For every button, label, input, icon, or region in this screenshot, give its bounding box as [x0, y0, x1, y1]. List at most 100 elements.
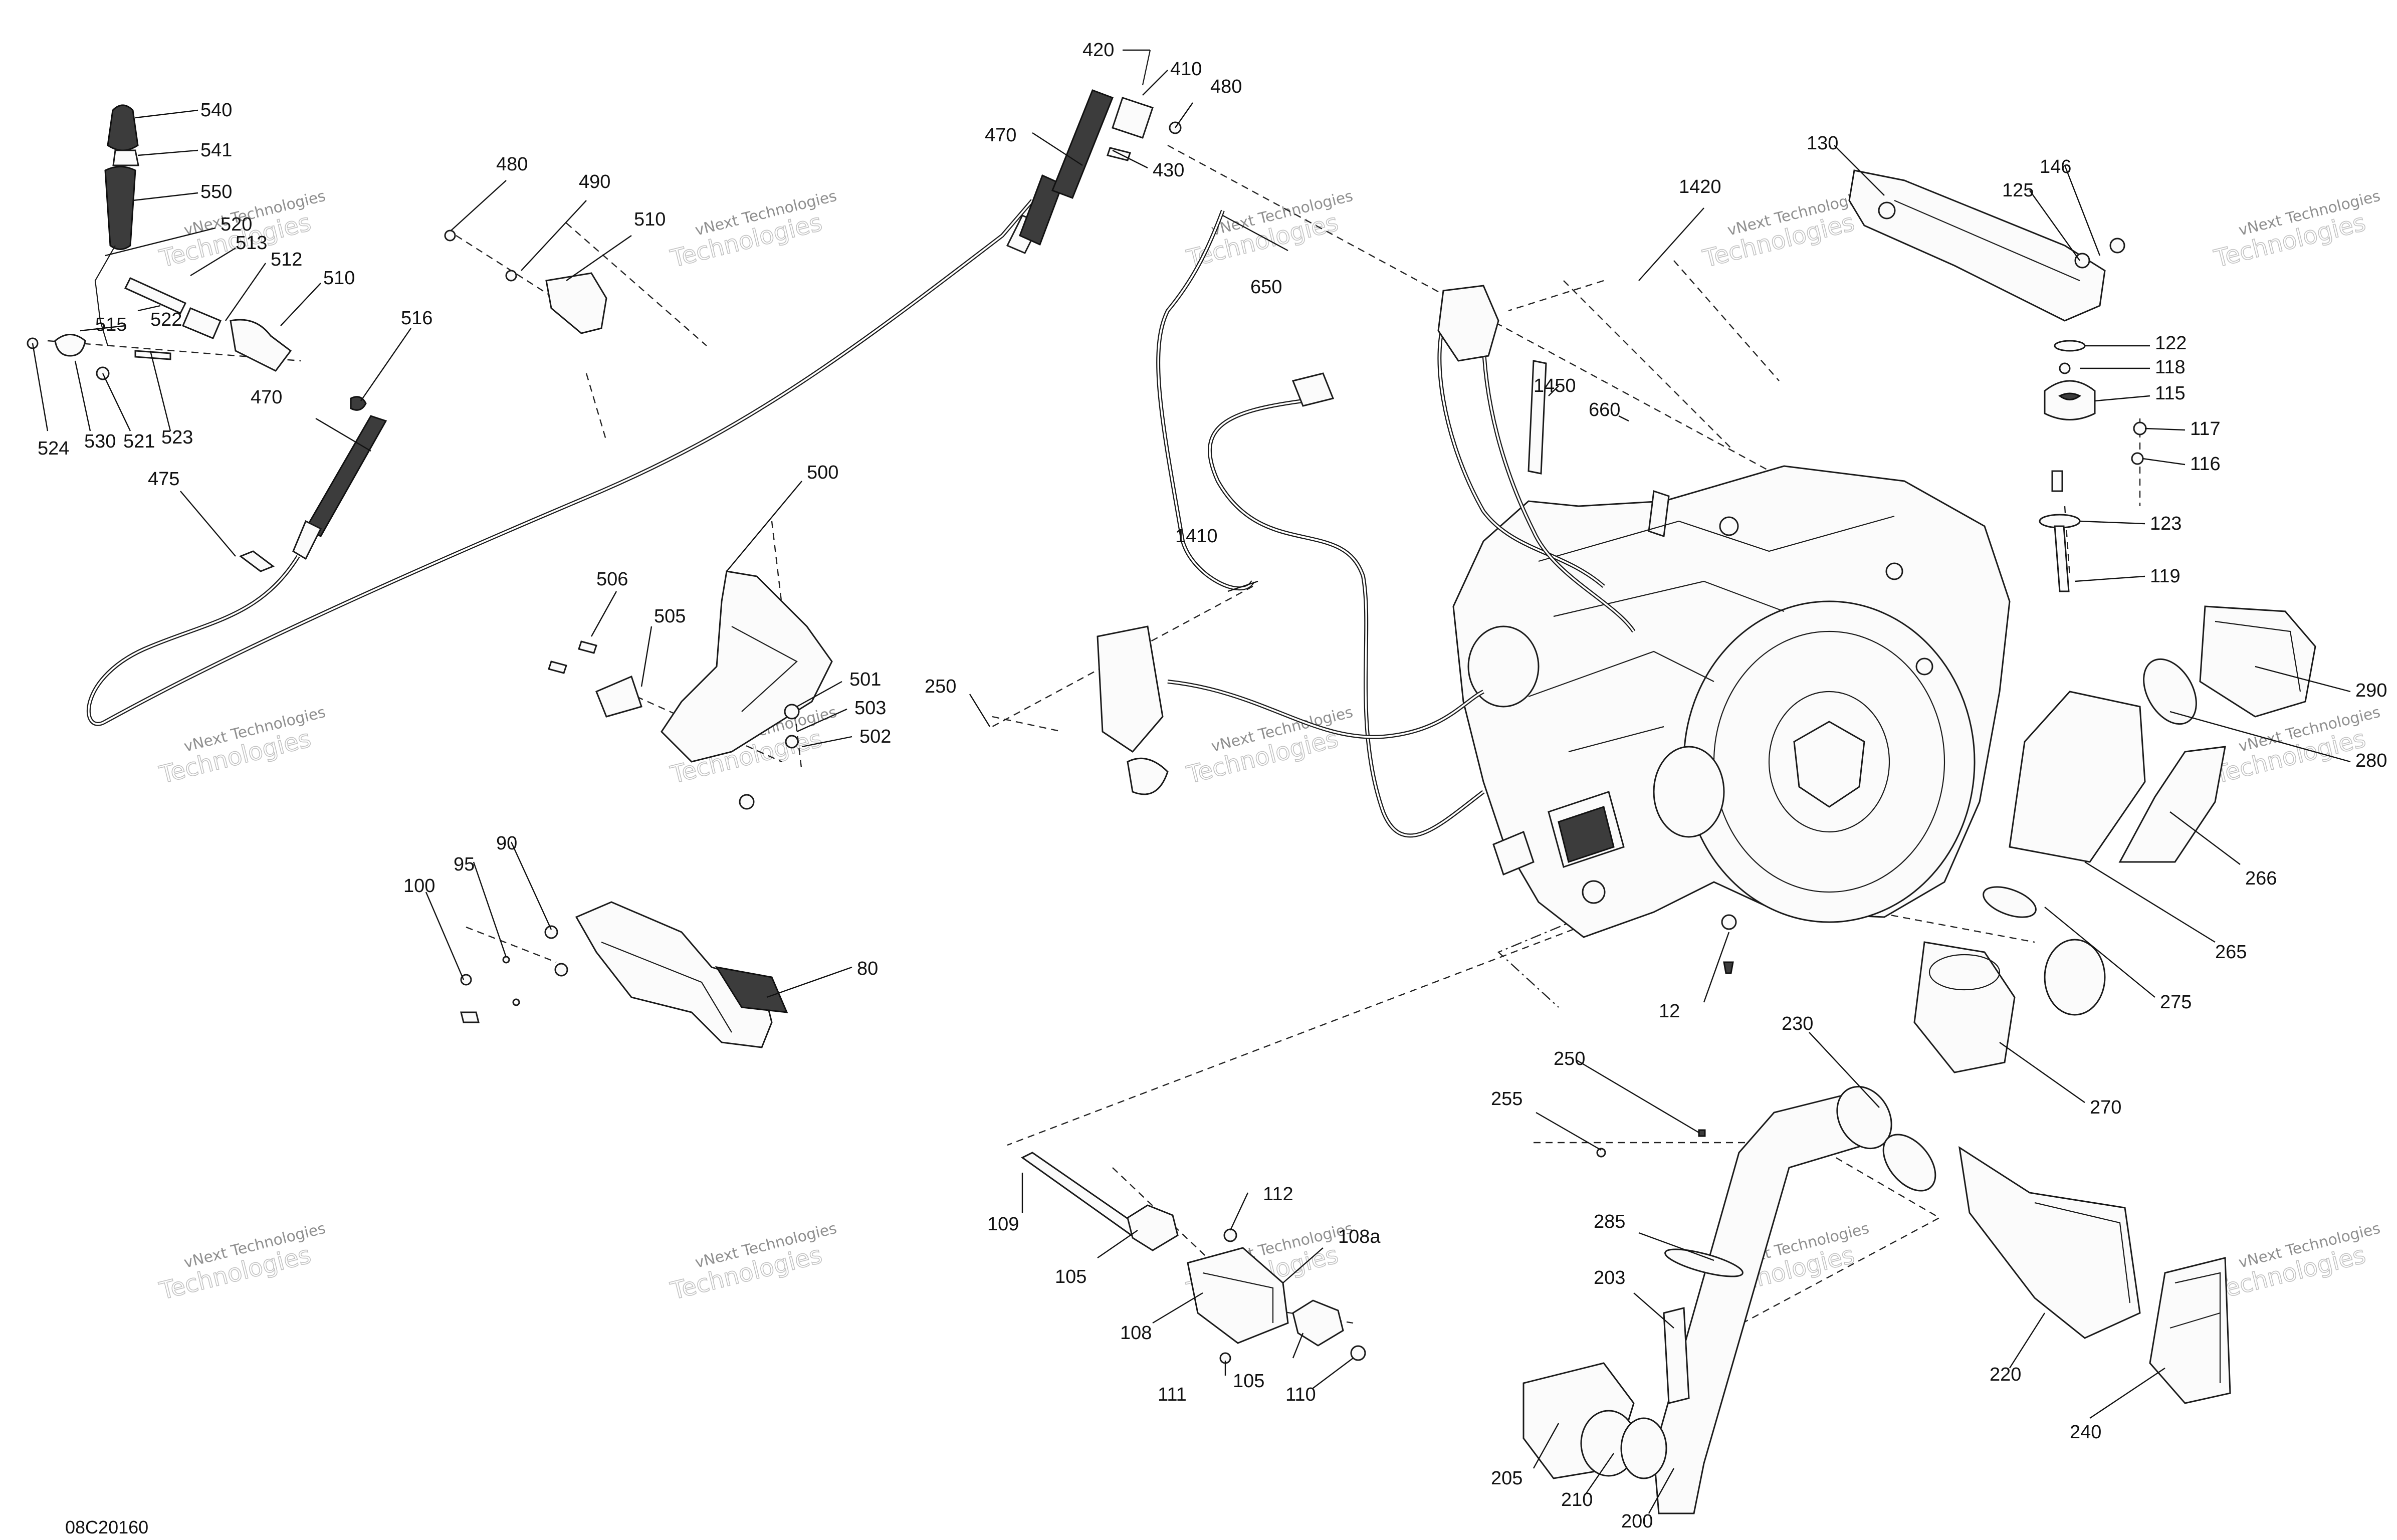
callout-265: 265 [2215, 942, 2247, 963]
callout-108: 108 [1120, 1323, 1152, 1344]
watermark: vNext Technologies Technologies [1183, 187, 1355, 274]
callout-1420: 1420 [1679, 176, 1721, 197]
watermark: vNext Technologies Technologies [2211, 187, 2382, 274]
callout-270: 270 [2090, 1097, 2121, 1118]
callout-550: 550 [200, 181, 232, 202]
cvt-ducts-right [1913, 605, 2316, 1073]
shifter-assembly [27, 104, 367, 411]
callout-480: 480 [496, 154, 528, 175]
callout-111: 111 [1158, 1384, 1187, 1405]
callout-109: 109 [987, 1214, 1019, 1235]
callout-112: 112 [1263, 1184, 1293, 1205]
callout-475: 475 [148, 469, 179, 490]
diagram-code: 08C20160 [65, 1517, 148, 1537]
leader-lines [32, 49, 2351, 1514]
watermark: vNext Technologies Technologies [667, 1220, 838, 1306]
callout-116: 116 [2190, 454, 2221, 475]
callout-522: 522 [150, 309, 182, 330]
callout-470: 470 [985, 125, 1016, 146]
callout-117: 117 [2190, 418, 2221, 439]
callout-205: 205 [1491, 1468, 1522, 1489]
bracket-490-510 [444, 230, 607, 334]
watermark: vNext Technologies Technologies [156, 1220, 327, 1306]
callout-80: 80 [857, 958, 878, 979]
callout-123: 123 [2150, 513, 2182, 534]
pedal-assembly [460, 901, 788, 1048]
callout-105: 105 [1055, 1266, 1086, 1287]
callout-521: 521 [123, 431, 155, 452]
wiring-harness [1097, 209, 1636, 838]
shift-cable [87, 89, 1114, 726]
callout-275: 275 [2160, 992, 2192, 1013]
callout-285: 285 [1594, 1211, 1625, 1232]
callout-420: 420 [1082, 40, 1114, 61]
callout-100: 100 [403, 875, 435, 897]
callout-110: 110 [1285, 1384, 1316, 1405]
callout-95: 95 [454, 854, 475, 875]
watermark: vNext Technologies Technologies [2211, 704, 2382, 790]
engine-support [1848, 169, 2147, 592]
callout-516: 516 [401, 308, 432, 329]
callout-266: 266 [2245, 868, 2277, 889]
callout-502: 502 [859, 726, 891, 747]
callout-130: 130 [1807, 133, 1838, 154]
callout-480: 480 [1210, 76, 1242, 97]
callout-512: 512 [271, 249, 302, 270]
callout-230: 230 [1782, 1013, 1813, 1034]
mount-bracket-108 [1021, 1152, 1366, 1364]
callout-506: 506 [596, 569, 628, 590]
watermark: vNext Technologies Technologies [2211, 1220, 2382, 1306]
callout-12: 12 [1659, 1001, 1680, 1022]
callout-503: 503 [854, 698, 886, 719]
callout-1410: 1410 [1175, 526, 1218, 547]
callout-200: 200 [1621, 1511, 1653, 1532]
callout-430: 430 [1153, 160, 1184, 181]
callout-520: 520 [221, 214, 252, 235]
callout-240: 240 [2070, 1422, 2101, 1443]
callout-115: 115 [2155, 383, 2186, 404]
watermark: vNext Technologies Technologies [1183, 704, 1355, 790]
callout-510: 510 [323, 268, 355, 289]
callout-510: 510 [634, 209, 666, 230]
callout-490: 490 [579, 171, 610, 192]
callout-210: 210 [1561, 1489, 1593, 1510]
callout-290: 290 [2355, 680, 2387, 701]
callout-410: 410 [1170, 59, 1202, 80]
callout-220: 220 [1990, 1364, 2021, 1385]
callout-513: 513 [236, 233, 267, 254]
callout-125: 125 [2002, 180, 2034, 201]
callout-470: 470 [251, 387, 282, 408]
bracket-500 [548, 570, 833, 810]
callout-labels: 540 541 550 520 513 512 510 515 522 524 … [38, 40, 2387, 1532]
callout-660: 660 [1589, 399, 1620, 420]
callout-505: 505 [654, 606, 686, 627]
callout-1450: 1450 [1534, 375, 1576, 396]
callout-122: 122 [2155, 333, 2187, 354]
callout-515: 515 [95, 314, 127, 335]
callout-119: 119 [2150, 566, 2181, 587]
callout-118: 118 [2155, 357, 2186, 378]
callout-108a: 108a [1338, 1226, 1381, 1247]
callout-530: 530 [84, 431, 116, 452]
callout-541: 541 [200, 140, 232, 161]
callout-280: 280 [2355, 750, 2387, 771]
callout-523: 523 [161, 427, 193, 448]
callout-250: 250 [925, 676, 956, 697]
callout-540: 540 [200, 100, 232, 121]
callout-105: 105 [1233, 1371, 1264, 1392]
engine-assembly [1452, 465, 2011, 974]
callout-146: 146 [2040, 156, 2071, 177]
callout-650: 650 [1250, 277, 1282, 298]
watermark: vNext Technologies Technologies [156, 704, 327, 790]
callout-524: 524 [38, 438, 69, 459]
intake-ducts-bottom [1522, 1085, 2231, 1514]
callout-501: 501 [849, 669, 881, 690]
callout-203: 203 [1594, 1267, 1625, 1288]
callout-90: 90 [496, 833, 517, 854]
callout-250: 250 [1554, 1048, 1585, 1069]
assembly-lines [47, 144, 2141, 1334]
callout-500: 500 [807, 462, 838, 483]
watermark: vNext Technologies Technologies [667, 187, 838, 274]
callout-255: 255 [1491, 1088, 1522, 1110]
